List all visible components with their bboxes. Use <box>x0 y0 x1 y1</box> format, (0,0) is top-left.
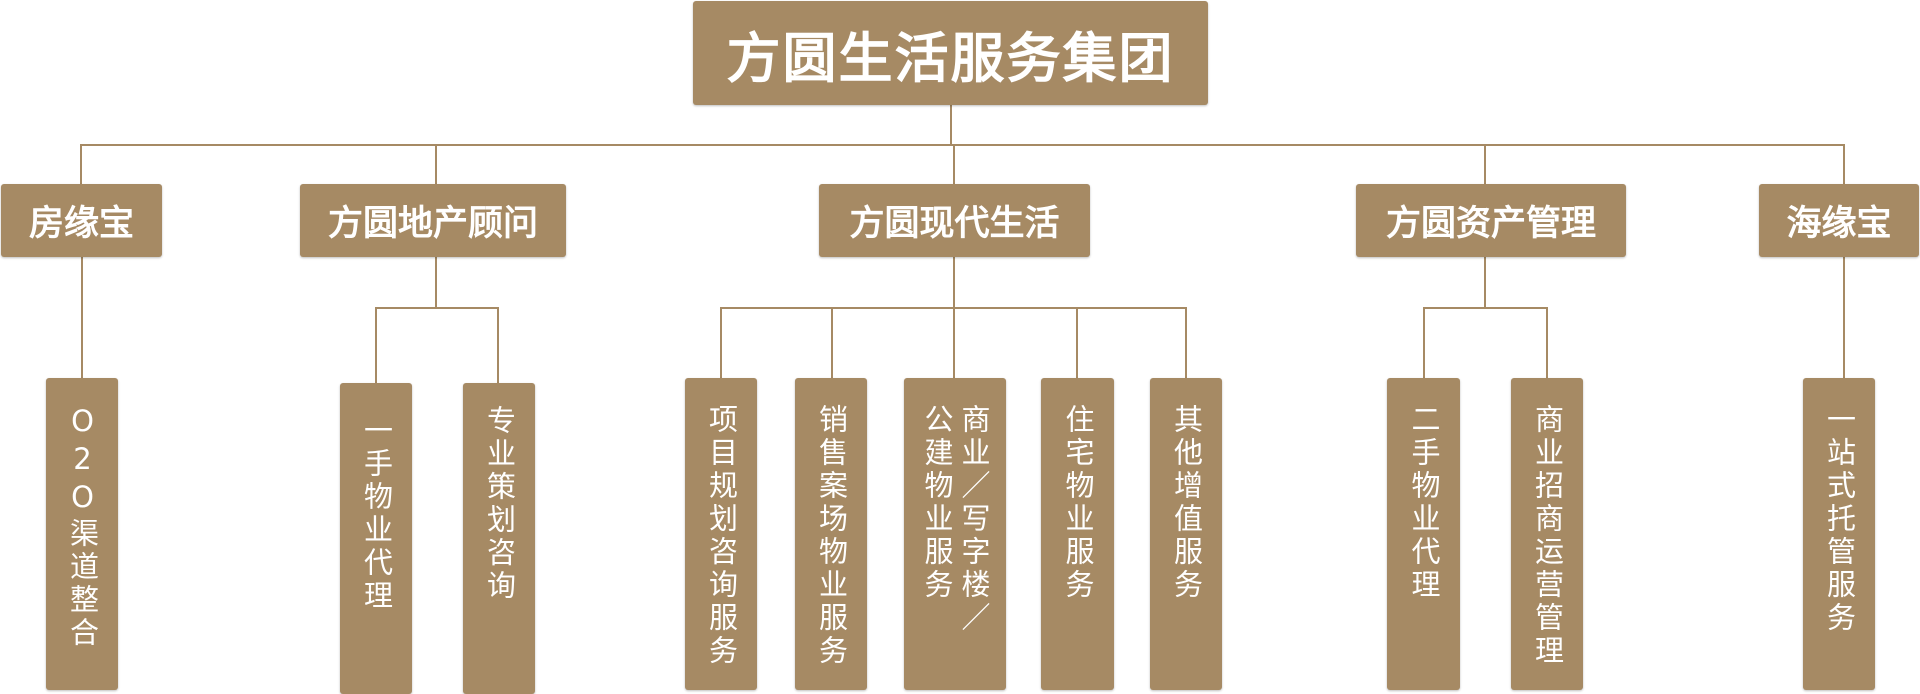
leaf-label: 商业招商运营管理 <box>1530 404 1565 668</box>
division-real-estate-consulting: 方圆地产顾问 <box>300 184 566 257</box>
division-fangyuanbao: 房缘宝 <box>1 184 162 257</box>
leaf-label: 住宅物业服务 <box>1061 404 1095 602</box>
connector <box>1423 307 1425 378</box>
leaf-label: 其他增值服务 <box>1169 404 1204 602</box>
connector <box>1484 257 1486 308</box>
leaf-node: 二手物业代理 <box>1387 378 1460 690</box>
leaf-node: O2O渠道整合 <box>46 378 118 690</box>
root-node: 方圆生活服务集团 <box>693 1 1208 105</box>
leaf-label: 商业／写字楼／ <box>957 404 991 635</box>
connector <box>720 307 722 378</box>
leaf-label: 一站式托管服务 <box>1822 404 1857 635</box>
leaf-label: 专业策划咨询 <box>482 405 517 603</box>
leaf-label: 一手物业代理 <box>359 415 394 613</box>
division-haiyuanbao: 海缘宝 <box>1759 184 1919 257</box>
leaf-node: 住宅物业服务 <box>1041 378 1114 690</box>
leaf-label: 销售案场物业服务 <box>814 404 849 668</box>
leaf-node: 一站式托管服务 <box>1803 378 1875 690</box>
connector <box>1076 307 1078 378</box>
leaf-node: 销售案场物业服务 <box>795 378 867 690</box>
connector <box>435 144 437 184</box>
connector <box>80 144 82 184</box>
leaf-label: O2O渠道整合 <box>65 404 100 650</box>
connector <box>1185 307 1187 378</box>
connector <box>375 307 499 309</box>
connector <box>1423 307 1548 309</box>
connector <box>953 257 955 378</box>
division-asset-management: 方圆资产管理 <box>1356 184 1626 257</box>
leaf-node: 其他增值服务 <box>1150 378 1222 690</box>
leaf-label: 二手物业代理 <box>1407 404 1441 602</box>
connector <box>81 257 83 378</box>
leaf-node: 商业／写字楼／ 公建物业服务 <box>904 378 1006 690</box>
connector <box>1546 307 1548 378</box>
connector <box>1484 144 1486 184</box>
leaf-label: 项目规划咨询服务 <box>704 404 739 668</box>
connector <box>375 307 377 383</box>
connector <box>1843 257 1845 378</box>
leaf-label: 公建物业服务 <box>920 404 954 602</box>
connector <box>831 307 833 378</box>
connector <box>720 307 1187 309</box>
connector <box>1843 144 1845 184</box>
connector <box>497 307 499 383</box>
connector <box>953 144 955 184</box>
leaf-node: 一手物业代理 <box>340 383 412 694</box>
leaf-node: 专业策划咨询 <box>463 383 535 694</box>
connector <box>950 105 952 145</box>
connector <box>435 257 437 308</box>
connector <box>80 144 1845 146</box>
division-modern-living: 方圆现代生活 <box>819 184 1090 257</box>
leaf-node: 商业招商运营管理 <box>1511 378 1583 690</box>
leaf-node: 项目规划咨询服务 <box>685 378 757 690</box>
